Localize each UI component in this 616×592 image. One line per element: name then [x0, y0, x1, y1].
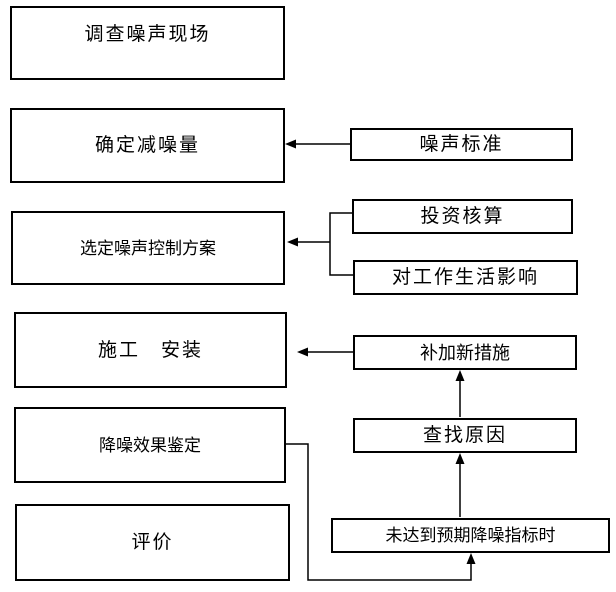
- arrowhead-left-icon: [287, 237, 298, 247]
- node-find-cause: 查找原因: [353, 418, 577, 453]
- node-label: 确定减噪量: [94, 135, 200, 156]
- connector-appraise-to-notreached: [286, 443, 476, 581]
- connector-standard-to-determine: [285, 139, 350, 149]
- node-label: 噪声标准: [419, 134, 504, 155]
- node-label: 施工 安装: [97, 339, 203, 361]
- node-construction-installation: 施工 安装: [14, 312, 287, 388]
- bracket-line: [329, 212, 353, 276]
- node-label: 降噪效果鉴定: [99, 435, 201, 455]
- node-label: 投资核算: [420, 206, 505, 227]
- node-label: 选定噪声控制方案: [80, 238, 216, 258]
- node-label: 补加新措施: [420, 342, 510, 363]
- node-select-control-plan: 选定噪声控制方案: [11, 211, 285, 285]
- node-target-not-reached: 未达到预期降噪指标时: [331, 518, 610, 553]
- node-label: 未达到预期降噪指标时: [385, 526, 556, 545]
- node-noise-reduction-appraisal: 降噪效果鉴定: [14, 407, 286, 483]
- node-label: 评价: [131, 532, 174, 553]
- arrowhead-left-icon: [297, 347, 308, 357]
- connector-measures-to-construct: [297, 347, 353, 357]
- connector-line: [286, 443, 472, 581]
- arrowhead-up-icon: [466, 553, 476, 564]
- node-survey-noise-site: 调查噪声现场: [10, 6, 285, 80]
- connector-bracket-to-select: [287, 212, 353, 276]
- arrowhead-up-icon: [455, 453, 465, 464]
- node-investment-accounting: 投资核算: [352, 199, 573, 234]
- node-evaluation: 评价: [15, 504, 290, 581]
- node-label: 查找原因: [422, 425, 507, 446]
- node-label: 对工作生活影响: [391, 267, 539, 288]
- node-determine-noise-reduction: 确定减噪量: [10, 108, 285, 183]
- node-additional-measures: 补加新措施: [353, 335, 577, 370]
- node-label: 调查噪声现场: [84, 24, 211, 45]
- connector-cause-to-measures: [455, 370, 465, 417]
- node-noise-standard: 噪声标准: [350, 128, 573, 161]
- node-work-life-impact: 对工作生活影响: [353, 260, 578, 295]
- arrowhead-up-icon: [455, 370, 465, 381]
- arrowhead-left-icon: [285, 139, 296, 149]
- connector-notreached-to-cause: [455, 453, 465, 517]
